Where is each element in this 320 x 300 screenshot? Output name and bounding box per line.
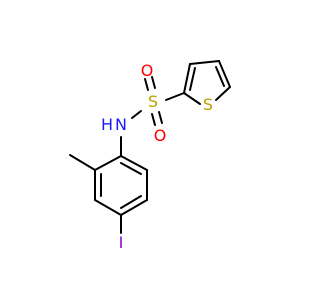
bond-c3-c4	[189, 60, 220, 65]
bond-c6-c1	[120, 155, 148, 171]
bond-s-o-top-1	[144, 78, 149, 91]
bond-c2-c3	[183, 63, 191, 94]
iodine-label: I	[119, 233, 124, 252]
hydrogen-label: H	[101, 115, 113, 134]
bond-s-o-bottom-1	[151, 113, 156, 126]
oxygen-top-label: O	[141, 61, 154, 80]
bonds	[69, 60, 231, 234]
bond-c4-c5	[120, 199, 148, 216]
molecule-structure: S O O H N S I	[69, 60, 231, 252]
oxygen-bottom-label: O	[154, 126, 167, 145]
thiophene-s-label: S	[203, 95, 213, 114]
bond-c2-c3-inner	[189, 67, 196, 91]
bond-c1-c2	[94, 155, 122, 171]
bond-s-c2	[165, 92, 185, 101]
bond-methyl	[69, 154, 96, 171]
sulfonyl-s-label: S	[148, 92, 158, 111]
bond-s-n	[131, 110, 142, 119]
bond-s-o-bottom-2	[158, 111, 163, 124]
bond-c4-c5-inner	[120, 195, 142, 209]
atom-labels: S O O H N S I	[101, 61, 213, 252]
bond-c5-s	[215, 86, 231, 101]
bond-c3-c4	[94, 199, 122, 216]
nitrogen-label: N	[115, 115, 127, 134]
bond-c4-c5	[218, 60, 231, 88]
bond-s-o-top-2	[151, 76, 156, 89]
bond-c4-c5-inner	[215, 66, 225, 87]
bond-c6-c1-inner	[120, 162, 142, 175]
bond-s-c2-ring	[183, 92, 201, 105]
